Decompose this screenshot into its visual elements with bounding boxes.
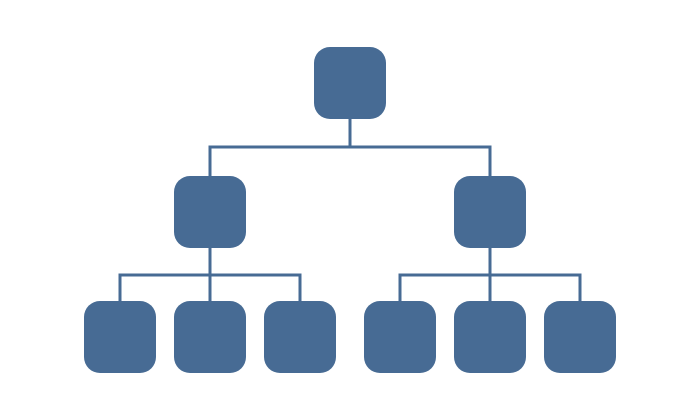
tree-node-left [174, 176, 246, 248]
connector-layer [118, 117, 582, 303]
tree-node-left-3 [264, 301, 336, 373]
tree-node-left-1 [84, 301, 156, 373]
tree-node-right-2 [454, 301, 526, 373]
tree-node-right [454, 176, 526, 248]
tree-node-right-1 [364, 301, 436, 373]
tree-node-left-2 [174, 301, 246, 373]
tree-node-right-3 [544, 301, 616, 373]
node-layer [84, 47, 616, 373]
tree-node-root [314, 47, 386, 119]
